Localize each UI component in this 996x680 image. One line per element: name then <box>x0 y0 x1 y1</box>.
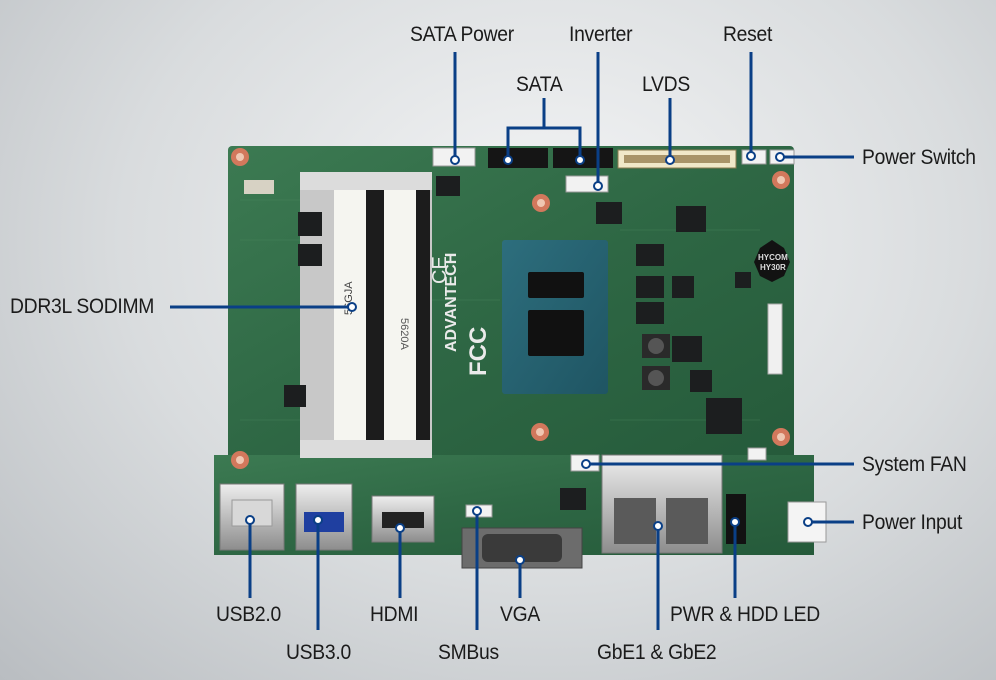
label-reset: Reset <box>723 23 773 46</box>
gbe-ports <box>601 454 723 554</box>
label-sata: SATA <box>516 73 563 96</box>
hdmi-port <box>371 495 435 543</box>
usb3-port <box>295 483 353 551</box>
brand-marking: ADVANTECH <box>443 253 460 352</box>
lvds-connector <box>617 149 737 169</box>
label-gbe: GbE1 & GbE2 <box>597 641 717 664</box>
side-connector <box>767 303 783 375</box>
label-power-switch: Power Switch <box>862 146 976 169</box>
label-smbus: SMBus <box>438 641 499 664</box>
mounting-hole-icon <box>231 148 790 469</box>
label-power-input: Power Input <box>862 511 963 534</box>
label-hdmi: HDMI <box>370 603 419 626</box>
label-system-fan: System FAN <box>862 453 967 476</box>
cpu <box>502 240 608 394</box>
label-usb3: USB3.0 <box>286 641 351 664</box>
label-ddr3l-sodimm: DDR3L SODIMM <box>10 295 155 318</box>
callout-dots <box>245 151 813 565</box>
label-sata-power: SATA Power <box>410 23 514 46</box>
label-lvds: LVDS <box>642 73 690 96</box>
label-vga: VGA <box>500 603 540 626</box>
chip <box>244 180 322 407</box>
callout-lines <box>170 52 854 630</box>
label-usb2: USB2.0 <box>216 603 281 626</box>
vga-port <box>461 527 583 569</box>
sodimm-marking-2: 5620A <box>398 318 410 350</box>
sodimm-slot <box>300 172 432 458</box>
fcc-marking: FCC <box>465 327 492 376</box>
hycom-inductor <box>754 240 790 282</box>
inductor <box>642 334 670 390</box>
small-connector <box>747 447 767 461</box>
label-inverter: Inverter <box>569 23 633 46</box>
ce-marking: CE <box>429 256 451 284</box>
chip <box>436 176 751 510</box>
label-pwr-hdd-led: PWR & HDD LED <box>670 603 820 626</box>
inductor-marking-1: HYCOM <box>758 253 788 262</box>
inductor-marking-2: HY30R <box>760 263 786 272</box>
